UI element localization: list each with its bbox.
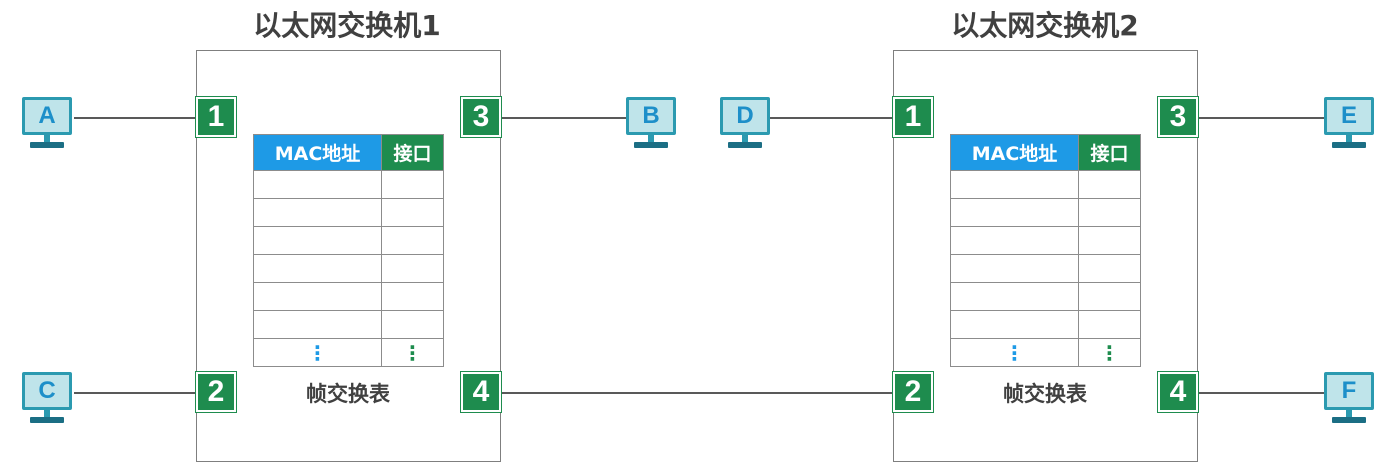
host-f-monitor-icon: F	[1324, 372, 1374, 410]
switch1-port-3: 3	[460, 96, 502, 138]
link-switch1-port4-switch2-port2	[500, 392, 895, 394]
link-a-switch1-port1	[74, 117, 198, 119]
table-row	[253, 226, 444, 255]
switch2-table-caption: 帧交换表	[1003, 382, 1087, 406]
host-c-stand	[44, 410, 50, 418]
switch1-frame-table: MAC地址 接口 ⋮ ⋮	[253, 134, 444, 367]
switch2-col-mac: MAC地址	[950, 134, 1079, 171]
switch1-port-4: 4	[460, 371, 502, 413]
switch1-col-mac: MAC地址	[253, 134, 382, 171]
table-row	[950, 226, 1141, 255]
host-a: A	[22, 97, 72, 153]
switch1-table-caption: 帧交换表	[306, 382, 390, 406]
switch2-port-2: 2	[892, 371, 934, 413]
table-row	[253, 170, 444, 199]
switch2-mac-ellipsis: ⋮	[950, 338, 1079, 367]
host-e: E	[1324, 97, 1374, 153]
table-row	[253, 310, 444, 339]
host-f-base	[1332, 417, 1366, 423]
link-switch2-port3-e	[1198, 117, 1324, 119]
host-b-base	[634, 142, 668, 148]
host-a-monitor-icon: A	[22, 97, 72, 135]
host-f-stand	[1346, 410, 1352, 418]
switch2-port-ellipsis: ⋮	[1078, 338, 1141, 367]
switch2-frame-table: MAC地址 接口 ⋮ ⋮	[950, 134, 1141, 367]
table-row	[950, 310, 1141, 339]
table-row	[950, 198, 1141, 227]
host-d: D	[720, 97, 770, 153]
host-d-stand	[742, 135, 748, 143]
switch1-port-2: 2	[195, 371, 237, 413]
link-c-switch1-port2	[74, 392, 198, 394]
host-b-label: B	[642, 102, 660, 129]
table-row: ⋮ ⋮	[950, 338, 1141, 367]
table-row: ⋮ ⋮	[253, 338, 444, 367]
host-c-monitor-icon: C	[22, 372, 72, 410]
host-c-label: C	[38, 377, 56, 404]
switch2-port-3: 3	[1157, 96, 1199, 138]
host-c-base	[30, 417, 64, 423]
table-row	[950, 254, 1141, 283]
host-e-label: E	[1340, 102, 1357, 129]
host-d-label: D	[736, 102, 754, 129]
host-c: C	[22, 372, 72, 428]
host-f: F	[1324, 372, 1374, 428]
switch2-port-4: 4	[1157, 371, 1199, 413]
switch1-title: 以太网交换机1	[253, 9, 441, 42]
host-d-base	[728, 142, 762, 148]
host-b-stand	[648, 135, 654, 143]
link-switch1-port3-b	[500, 117, 626, 119]
host-d-monitor-icon: D	[720, 97, 770, 135]
switch2-title: 以太网交换机2	[951, 9, 1139, 42]
switch1-port-1: 1	[195, 96, 237, 138]
table-row	[950, 282, 1141, 311]
link-d-switch2-port1	[770, 117, 895, 119]
switch1-port-ellipsis: ⋮	[381, 338, 444, 367]
table-row	[253, 198, 444, 227]
host-f-label: F	[1341, 377, 1357, 404]
host-b-monitor-icon: B	[626, 97, 676, 135]
host-a-stand	[44, 135, 50, 143]
table-row	[950, 170, 1141, 199]
host-a-base	[30, 142, 64, 148]
host-a-label: A	[38, 102, 56, 129]
switch1-mac-ellipsis: ⋮	[253, 338, 382, 367]
host-e-monitor-icon: E	[1324, 97, 1374, 135]
link-switch2-port4-f	[1198, 392, 1324, 394]
switch2-port-1: 1	[892, 96, 934, 138]
switch2-col-port: 接口	[1078, 134, 1141, 171]
host-b: B	[626, 97, 676, 153]
switch1-col-port: 接口	[381, 134, 444, 171]
table-row	[253, 282, 444, 311]
table-row	[253, 254, 444, 283]
host-e-base	[1332, 142, 1366, 148]
host-e-stand	[1346, 135, 1352, 143]
